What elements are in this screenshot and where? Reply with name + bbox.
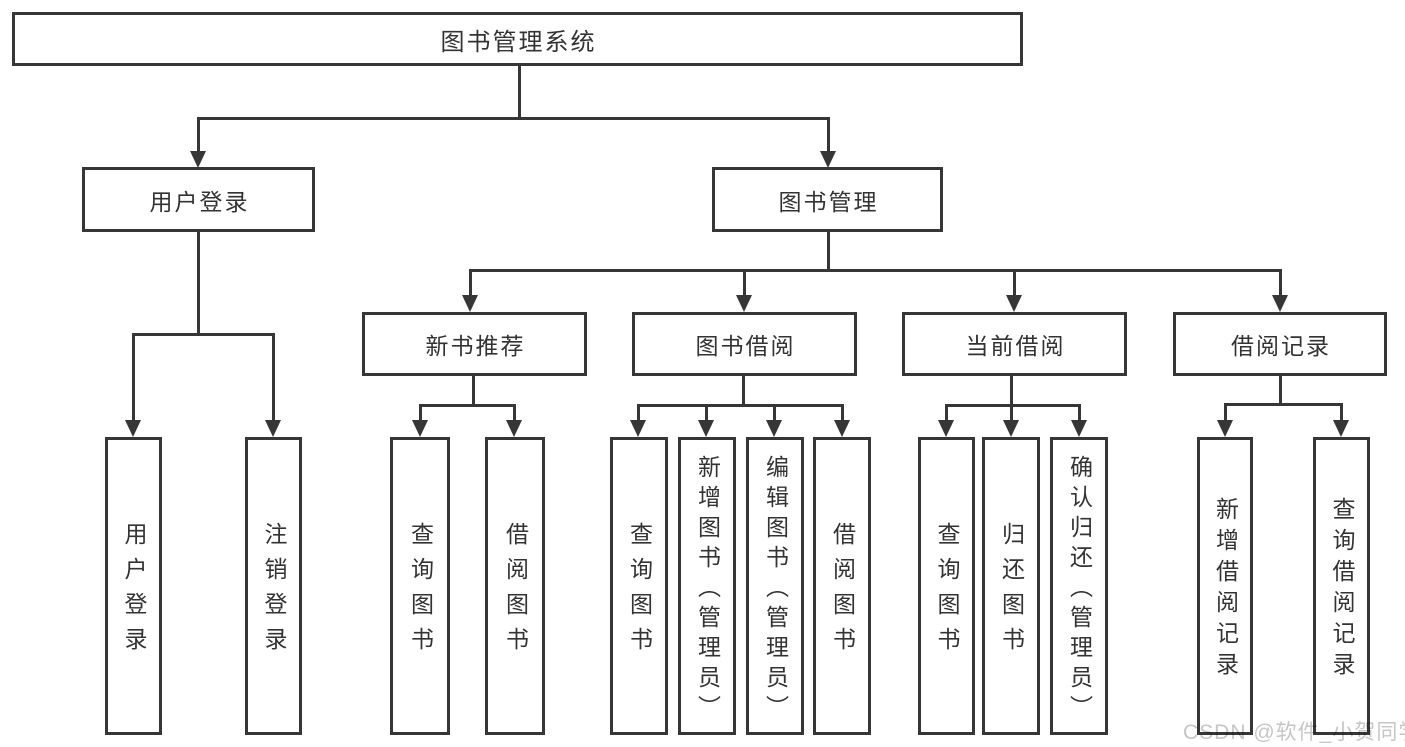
arrow-down-icon — [506, 420, 522, 437]
leaf-logout-login-label: 注销登录 — [261, 522, 287, 662]
arrow-down-icon — [190, 151, 206, 168]
leaf-add-borrow-record-label: 新增借阅记录 — [1212, 497, 1239, 683]
leaf-confirm-return-admin-label: 确认归还（管理员） — [1066, 454, 1093, 725]
node-borrow-records-label: 借阅记录 — [1231, 333, 1331, 359]
node-current-borrowing: 当前借阅 — [902, 312, 1127, 376]
connector-stem — [1078, 404, 1081, 422]
connector-current-borrowing-stem — [1013, 269, 1016, 300]
node-library-management-system-label: 图书管理系统 — [440, 28, 597, 56]
arrow-down-icon — [766, 420, 782, 437]
leaf-edit-book-admin: 编辑图书（管理员） — [746, 437, 804, 735]
node-user-login: 用户登录 — [82, 167, 315, 232]
connector-book-borrowing-stem — [743, 269, 746, 300]
node-library-management-system: 图书管理系统 — [12, 12, 1023, 66]
node-new-book-recommend-label: 新书推荐 — [425, 333, 526, 359]
connector-stem — [841, 404, 844, 422]
leaf-query-books-current: 查询图书 — [918, 437, 975, 735]
leaf-query-borrow-record: 查询借阅记录 — [1313, 437, 1370, 735]
leaf-return-books: 归还图书 — [982, 437, 1040, 735]
arrow-down-icon — [698, 420, 714, 437]
node-new-book-recommend: 新书推荐 — [362, 312, 587, 376]
connector-stem — [513, 404, 516, 422]
arrow-down-icon — [1006, 295, 1022, 312]
leaf-borrow-books-borrowing: 借阅图书 — [813, 437, 871, 735]
connector-user-login-stem — [197, 117, 200, 154]
connector-stem — [945, 404, 948, 422]
connector-book-management-stem — [827, 117, 830, 154]
connector-user-login-stub — [197, 232, 200, 336]
node-current-borrowing-label: 当前借阅 — [965, 333, 1066, 359]
leaf-query-books-current-label: 查询图书 — [934, 522, 960, 662]
csdn-watermark: CSDN @软件_小贺同学 — [1183, 721, 1405, 744]
leaf-add-book-admin-label: 新增图书（管理员） — [694, 454, 721, 725]
connector-root-stub — [518, 66, 521, 118]
connector-book-borrowing-hline — [637, 404, 844, 407]
connector-new-book-recommend-stem — [469, 269, 472, 300]
leaf-query-books-borrowing: 查询图书 — [610, 437, 668, 735]
leaf-confirm-return-admin: 确认归还（管理员） — [1050, 437, 1108, 735]
connector-stem — [637, 404, 640, 422]
connector-current-borrowing-stub — [1010, 376, 1013, 407]
arrow-down-icon — [125, 420, 141, 437]
node-borrow-records: 借阅记录 — [1173, 312, 1387, 376]
node-user-login-label: 用户登录 — [149, 188, 250, 215]
arrow-down-icon — [736, 295, 752, 312]
connector-stem — [773, 404, 776, 422]
connector-logout-stem — [272, 333, 275, 423]
connector-borrow-records-stub — [1279, 376, 1282, 406]
leaf-query-books-recommend-label: 查询图书 — [407, 522, 434, 662]
node-book-management: 图书管理 — [712, 167, 943, 232]
leaf-query-books-recommend: 查询图书 — [390, 437, 450, 735]
arrow-down-icon — [1071, 420, 1087, 437]
connector-book-management-stub — [827, 232, 830, 272]
arrow-down-icon — [265, 420, 281, 437]
leaf-add-borrow-record: 新增借阅记录 — [1197, 437, 1253, 735]
connector-stem — [419, 404, 422, 422]
connector-login-stem — [132, 333, 135, 423]
leaf-query-books-borrowing-label: 查询图书 — [626, 522, 653, 662]
connector-borrow-records-stem — [1279, 269, 1282, 300]
connector-stem — [1010, 404, 1013, 422]
arrow-down-icon — [820, 151, 836, 168]
node-book-management-label: 图书管理 — [778, 188, 879, 215]
leaf-logout-login: 注销登录 — [245, 437, 302, 735]
connector-user-login-hline — [132, 333, 275, 336]
arrow-down-icon — [462, 295, 478, 312]
node-book-borrowing: 图书借阅 — [632, 312, 857, 376]
arrow-down-icon — [1217, 420, 1233, 437]
arrow-down-icon — [834, 420, 850, 437]
arrow-down-icon — [630, 420, 646, 437]
arrow-down-icon — [1333, 420, 1349, 437]
leaf-add-book-admin: 新增图书（管理员） — [678, 437, 736, 735]
leaf-return-books-label: 归还图书 — [998, 522, 1025, 662]
arrow-down-icon — [1272, 295, 1288, 312]
connector-stem — [1340, 403, 1343, 422]
leaf-query-borrow-record-label: 查询借阅记录 — [1329, 497, 1355, 683]
arrow-down-icon — [938, 420, 954, 437]
leaf-borrow-books-recommend-label: 借阅图书 — [502, 522, 529, 662]
arrow-down-icon — [412, 420, 428, 437]
arrow-down-icon — [1003, 420, 1019, 437]
leaf-user-login: 用户登录 — [105, 437, 162, 735]
connector-root-hline — [197, 117, 830, 120]
connector-stem — [1224, 403, 1227, 422]
node-book-borrowing-label: 图书借阅 — [695, 333, 796, 359]
connector-new-book-recommend-hline — [419, 404, 516, 407]
connector-stem — [705, 404, 708, 422]
connector-book-borrowing-stub — [742, 376, 745, 407]
connector-borrow-records-hline — [1224, 403, 1343, 406]
leaf-borrow-books-borrowing-label: 借阅图书 — [829, 522, 856, 662]
leaf-user-login-label: 用户登录 — [121, 522, 147, 662]
connector-new-book-recommend-stub — [472, 376, 475, 407]
leaf-borrow-books-recommend: 借阅图书 — [485, 437, 545, 735]
connector-book-management-hline — [469, 269, 1282, 272]
leaf-edit-book-admin-label: 编辑图书（管理员） — [762, 454, 789, 725]
